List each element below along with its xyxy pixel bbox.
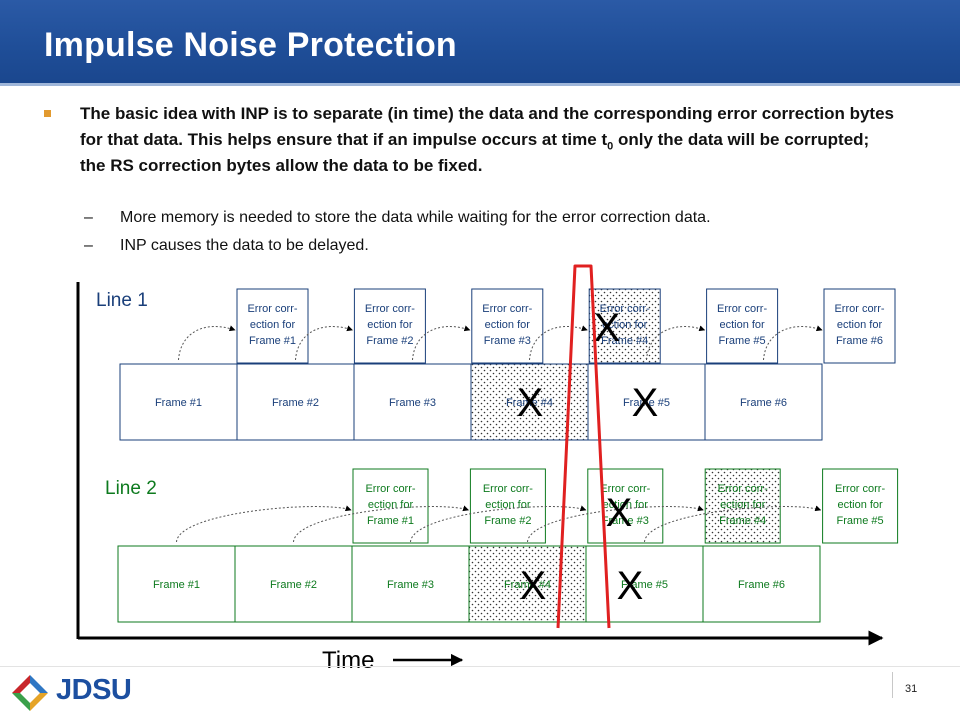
line2-frame-label: Frame #3 <box>387 579 434 591</box>
line2-ec-arrow <box>644 505 822 543</box>
title-bar: Impulse Noise Protection <box>0 0 960 86</box>
line2-ec-arrow <box>293 505 469 543</box>
line1-ec-box <box>236 288 309 364</box>
line2-ec-box <box>352 468 429 544</box>
line2-frame-label: Frame #4 <box>504 579 551 591</box>
sub-bullet-1-text: More memory is needed to store the data … <box>120 209 711 226</box>
line1-frame-box <box>353 363 472 441</box>
line2-frame-label: Frame #6 <box>738 579 785 591</box>
line1-ec-arrow <box>529 325 588 361</box>
jdsu-logo-icon <box>12 675 48 711</box>
line2-frame-box <box>117 545 236 623</box>
line1-frame-label: Frame #1 <box>155 397 202 409</box>
line1-frame-box <box>704 363 823 441</box>
footer-divider <box>0 666 960 667</box>
line1-frame-label: Frame #6 <box>740 397 787 409</box>
logo-text: JDSU <box>56 674 132 706</box>
footer-separator <box>892 672 893 698</box>
main-bullet-part2: only the data will be corrupted; the RS … <box>80 130 870 175</box>
line2-frame-label: Frame #5 <box>621 579 668 591</box>
sub-bullet-2: – INP causes the data to be delayed. <box>84 237 369 255</box>
line1-ec-box <box>706 288 779 364</box>
line2-frame-box <box>702 545 821 623</box>
main-bullet: The basic idea with INP is to separate (… <box>80 101 895 179</box>
line1-frame-label: Frame #3 <box>389 397 436 409</box>
line2-ec-arrow <box>176 505 352 543</box>
time-label: Time <box>322 647 374 674</box>
line2-ec-box <box>704 468 781 544</box>
line2-frame-box <box>468 545 587 623</box>
corruption-x-icon: X <box>632 381 659 425</box>
line1-ec-box <box>353 288 426 364</box>
dash-icon: – <box>84 237 93 254</box>
corruption-x-icon: X <box>617 564 644 608</box>
line1-frame-box <box>119 363 238 441</box>
main-bullet-subscript: 0 <box>607 140 614 153</box>
line2-frame-label: Frame #2 <box>270 579 317 591</box>
corruption-x-icon: X <box>520 564 547 608</box>
line1-frame-label: Frame #4 <box>506 397 553 409</box>
line1-frame-label: Frame #5 <box>623 397 670 409</box>
sub-bullet-2-text: INP causes the data to be delayed. <box>120 237 369 254</box>
dash-icon: – <box>84 209 93 226</box>
slide-title: Impulse Noise Protection <box>44 26 457 64</box>
corruption-x-icon: X <box>606 491 633 535</box>
line1-frame-label: Frame #2 <box>272 397 319 409</box>
impulse-band <box>556 264 611 629</box>
line1-ec-arrow <box>763 325 823 361</box>
bullet-square-icon <box>44 110 51 117</box>
corruption-x-icon: X <box>594 306 621 350</box>
line2-ec-box <box>469 468 546 544</box>
line2-ec-box <box>822 468 899 544</box>
line1-ec-arrow <box>178 325 236 361</box>
line2-frame-box <box>351 545 470 623</box>
line1-frame-box <box>587 363 706 441</box>
line2-frame-box <box>234 545 353 623</box>
corruption-x-icon: X <box>517 381 544 425</box>
line2-label: Line 2 <box>105 478 157 499</box>
page-number: 31 <box>905 683 918 695</box>
line1-ec-box <box>823 288 896 364</box>
line2-ec-arrow <box>527 505 704 543</box>
line1-frame-box <box>236 363 355 441</box>
sub-bullet-1: – More memory is needed to store the data… <box>84 209 711 227</box>
main-bullet-part1: The basic idea with INP is to separate (… <box>80 104 894 149</box>
line2-ec-arrow <box>410 505 587 543</box>
line1-ec-arrow <box>646 325 706 361</box>
line1-label: Line 1 <box>96 290 148 311</box>
line2-frame-label: Frame #1 <box>153 579 200 591</box>
